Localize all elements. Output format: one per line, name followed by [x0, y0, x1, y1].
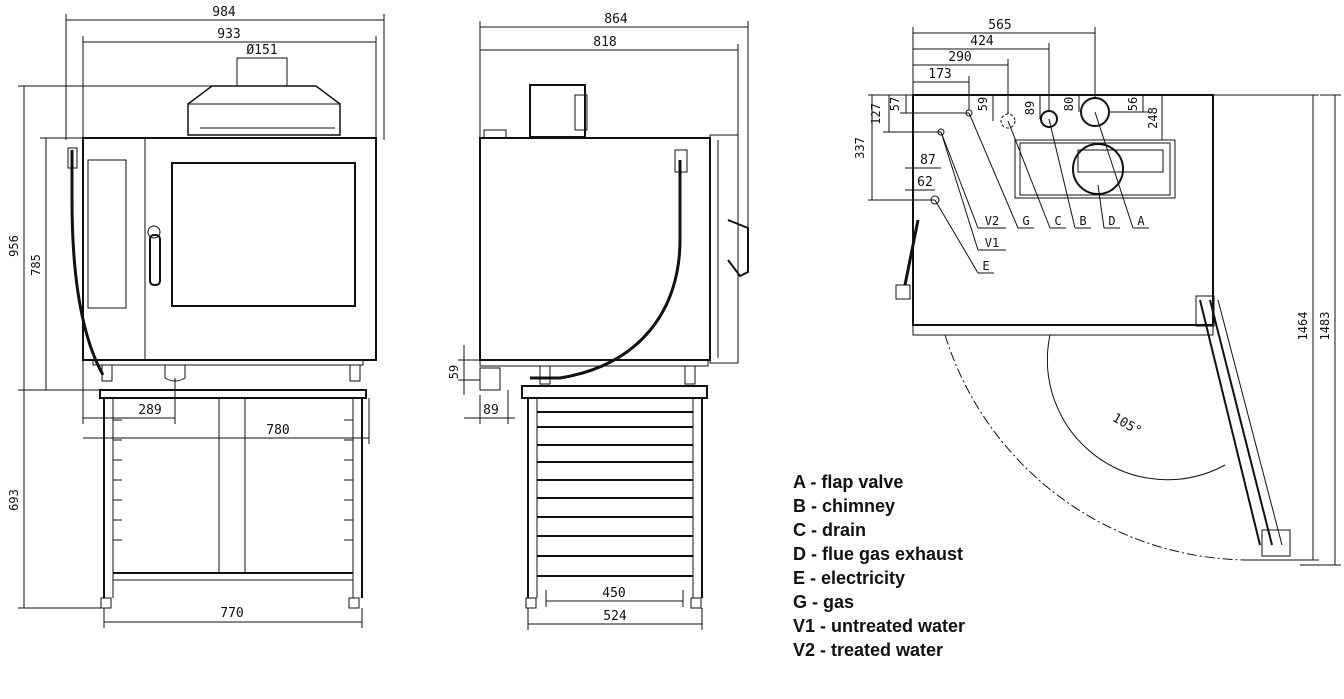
side-view: 864 818 59 89 450 524	[447, 12, 749, 630]
callout-v1: V1	[985, 236, 999, 250]
angle-arc	[1046, 334, 1226, 481]
side-stand-top	[521, 385, 708, 399]
dim-173: 173	[928, 67, 951, 82]
dim-785: 785	[29, 254, 43, 276]
flue-exhaust-circle	[1072, 143, 1124, 195]
top-body	[912, 94, 1214, 326]
dim-565: 565	[988, 18, 1011, 33]
dim-57: 57	[888, 97, 902, 111]
chimney-stub	[236, 57, 288, 87]
callout-c: C	[1054, 214, 1061, 228]
dim-337: 337	[853, 137, 867, 159]
flue-box	[529, 84, 586, 138]
flue-outline	[1014, 139, 1176, 199]
dim-1464: 1464	[1296, 312, 1310, 341]
side-dimensions	[458, 21, 749, 630]
legend-item-g: G - gas	[793, 592, 855, 612]
dim-290: 290	[948, 50, 971, 65]
dim-62: 62	[917, 175, 933, 190]
dim-956: 956	[7, 235, 21, 257]
shower-hose	[70, 150, 105, 376]
dim-289: 289	[138, 403, 161, 418]
legend-item-v1: V1 - untreated water	[793, 616, 966, 636]
open-door	[1199, 299, 1261, 546]
callout-leaders	[934, 111, 1149, 274]
stand-rails-left	[113, 419, 122, 541]
dim-89: 89	[1023, 101, 1037, 115]
door-handle	[149, 234, 161, 286]
callout-d: D	[1108, 214, 1115, 228]
oven-body	[82, 137, 377, 361]
dim-524: 524	[603, 609, 627, 624]
oven-window	[171, 162, 356, 307]
side-handle	[727, 219, 749, 278]
dim-56: 56	[1126, 97, 1140, 111]
dim-933: 933	[217, 27, 240, 42]
top-dimensions	[868, 27, 1341, 566]
callout-b: B	[1079, 214, 1086, 228]
side-hose	[530, 160, 682, 380]
dim-chimney-dia: Ø151	[246, 43, 277, 58]
dim-984: 984	[212, 5, 236, 20]
stand-rails-right	[344, 419, 353, 541]
dim-side-89: 89	[483, 403, 499, 418]
door-angle: 105°	[1109, 411, 1144, 440]
dim-87: 87	[920, 153, 936, 168]
legend-item-v2: V2 - treated water	[793, 640, 944, 660]
front-view: 984 933 Ø151 956 785 693 289 780 770	[7, 5, 385, 628]
control-panel	[87, 159, 127, 309]
dim-424: 424	[970, 34, 994, 49]
dim-80: 80	[1062, 97, 1076, 111]
dim-818: 818	[593, 35, 616, 50]
legend: A - flap valve B - chimney C - drain D -…	[793, 470, 965, 662]
dim-1483: 1483	[1318, 312, 1332, 341]
side-stand-shelves	[537, 411, 693, 577]
dim-450: 450	[602, 586, 625, 601]
dim-693: 693	[7, 489, 21, 511]
dim-248: 248	[1146, 107, 1160, 129]
door-edge	[709, 134, 739, 364]
legend-item-a: A - flap valve	[793, 472, 904, 492]
dim-59: 59	[976, 97, 990, 111]
legend-item-e: E - electricity	[793, 568, 906, 588]
legend-item-b: B - chimney	[793, 496, 896, 516]
dim-770: 770	[220, 606, 243, 621]
callout-e: E	[982, 259, 989, 273]
callout-a: A	[1137, 214, 1145, 228]
front-dimensions	[18, 14, 385, 628]
callout-v2: V2	[985, 214, 999, 228]
legend-item-c: C - drain	[793, 520, 867, 540]
dim-side-59: 59	[447, 365, 461, 379]
legend-item-d: D - flue gas exhaust	[793, 544, 964, 564]
door-swing-arc	[944, 334, 1251, 561]
dim-864: 864	[604, 12, 628, 27]
callout-g: G	[1022, 214, 1029, 228]
top-view: 565 424 290 173 127 57 59 89 80 56 248 3…	[853, 18, 1341, 566]
dim-780: 780	[266, 423, 289, 438]
dim-127: 127	[869, 103, 883, 125]
stand-top	[99, 389, 367, 399]
